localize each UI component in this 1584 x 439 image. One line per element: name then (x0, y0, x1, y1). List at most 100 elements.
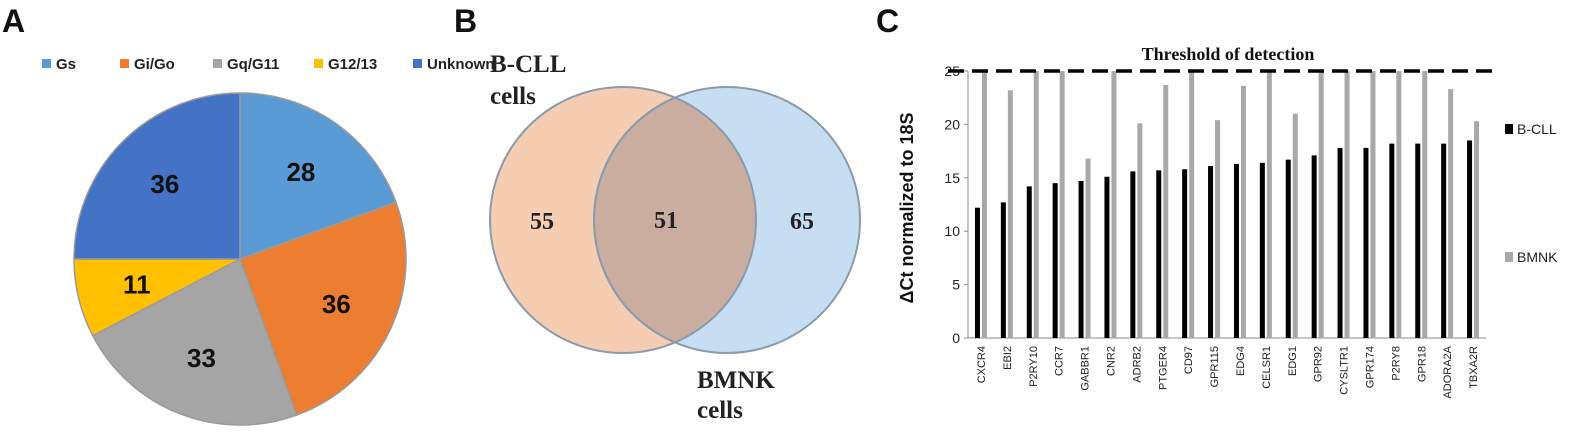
pie-slice-gq-g11 (91, 257, 298, 426)
bar-chart-legend: B-CLL BMNK (1505, 121, 1558, 265)
x-tick-label: CCR7 (1054, 346, 1066, 376)
x-tick-label: CELSR1 (1261, 346, 1273, 389)
pie-slice-gs (239, 92, 397, 261)
bar-bmnk-cxcr4 (981, 71, 987, 338)
venn-count-only-b: 65 (790, 209, 814, 235)
pie-value-unknown: 36 (150, 169, 179, 199)
legend-label-g12-13: G12/13 (328, 56, 377, 73)
venn-label-b-line2: cells (697, 397, 743, 424)
bar-b-cll-gabbr1 (1078, 181, 1084, 338)
bar-b-cll-gpr174 (1363, 147, 1369, 338)
x-tick-label: GPR115 (1209, 346, 1221, 387)
pie-slice-unknown (73, 92, 241, 260)
legend-label-b-cll: B-CLL (1517, 121, 1557, 137)
venn-overlap-region (593, 96, 757, 344)
bar-b-cll-celsr1 (1259, 162, 1265, 338)
bar-b-cll-ebi2 (1000, 202, 1006, 338)
bar-b-cll-adrb2 (1130, 171, 1136, 338)
bar-bmnk-edg4 (1240, 85, 1246, 339)
venn-label-b-line1: BMNK (697, 367, 775, 394)
bar-bmnk-ptger4 (1163, 84, 1169, 338)
venn-count-both: 51 (654, 208, 678, 234)
bar-b-cll-cnr2 (1104, 176, 1110, 338)
pie-legend: Gs Gi/Go Gq/G11 G12/13 Unknown (42, 56, 495, 73)
x-tick-label: P2RY8 (1390, 346, 1402, 381)
pie-value-gi-go: 36 (322, 289, 351, 319)
bar-b-cll-cysltr1 (1337, 147, 1343, 338)
legend-swatch-b-cll (1505, 124, 1513, 134)
bar-bmnk-gpr115 (1215, 120, 1221, 339)
x-tick-label: ADRB2 (1131, 346, 1143, 383)
bar-bmnk-adrb2 (1137, 123, 1143, 338)
x-tick-label: CNR2 (1105, 346, 1117, 376)
y-tick-label: 5 (952, 277, 960, 293)
bar-b-cll-edg4 (1233, 163, 1239, 338)
legend-label-bmnk: BMNK (1517, 249, 1558, 265)
bar-b-cll-ptger4 (1156, 170, 1162, 338)
bar-bmnk-gpr174 (1370, 71, 1376, 338)
bar-bmnk-cnr2 (1111, 71, 1117, 338)
legend-label-unknown: Unknown (427, 56, 495, 73)
x-tick-label: EDG4 (1235, 346, 1247, 376)
bar-bmnk-adora2a (1448, 89, 1454, 338)
bar-bmnk-celsr1 (1266, 71, 1272, 338)
bar-chart-ylabel: ΔCt normalized to 18S (897, 113, 917, 304)
legend-swatch-gi-go (120, 59, 129, 68)
bar-b-cll-edg1 (1285, 159, 1291, 338)
bar-bmnk-ebi2 (1007, 90, 1013, 338)
x-tick-label: CYSLTR1 (1339, 346, 1351, 395)
pie-slice-gi-go (239, 201, 407, 416)
panel-c-letter: C (876, 3, 899, 39)
bar-b-cll-cxcr4 (974, 207, 980, 338)
x-tick-label: ADORA2A (1442, 345, 1454, 398)
bar-b-cll-adora2a (1441, 143, 1447, 338)
x-tick-label: GPR174 (1364, 346, 1376, 388)
legend-swatch-g12-13 (314, 59, 323, 68)
x-tick-label: GABBR1 (1080, 346, 1092, 391)
bar-bmnk-cysltr1 (1344, 71, 1350, 338)
legend-label-gs: Gs (56, 56, 76, 73)
legend-label-gq-g11: Gq/G11 (227, 56, 280, 73)
legend-swatch-bmnk (1505, 252, 1513, 262)
bar-b-cll-gpr115 (1208, 166, 1214, 338)
venn-count-only-a: 55 (530, 209, 554, 235)
x-tick-label: CXCR4 (976, 346, 988, 383)
pie-value-gq-g11: 33 (187, 343, 216, 373)
x-tick-label: GPR18 (1416, 346, 1428, 382)
bar-bmnk-gabbr1 (1085, 158, 1091, 338)
pie-value-gs: 28 (286, 157, 315, 187)
x-tick-label: P2RY10 (1028, 346, 1040, 387)
x-tick-label: PTGER4 (1157, 346, 1169, 390)
bar-b-cll-gpr18 (1415, 143, 1421, 338)
y-tick-label: 0 (952, 330, 960, 346)
panel-a-letter: A (2, 3, 25, 39)
bar-b-cll-p2ry8 (1389, 143, 1395, 338)
x-tick-label: TBXA2R (1468, 346, 1480, 389)
legend-swatch-unknown (413, 59, 422, 68)
bar-bmnk-edg1 (1292, 113, 1298, 338)
bar-b-cll-tbxa2r (1467, 140, 1473, 338)
venn-diagram: B-CLL cells BMNK cells 55 51 65 (489, 51, 861, 424)
legend-swatch-gs (42, 59, 51, 68)
bar-b-cll-p2ry10 (1026, 186, 1032, 338)
bar-bmnk-p2ry8 (1396, 71, 1402, 338)
panel-b-letter: B (454, 3, 477, 39)
y-tick-label: 20 (944, 116, 960, 132)
bar-bmnk-gpr92 (1318, 71, 1324, 338)
bar-b-cll-cd97 (1182, 169, 1188, 338)
bar-bmnk-ccr7 (1059, 71, 1065, 338)
y-tick-label: 10 (944, 223, 960, 239)
y-tick-label: 15 (944, 170, 960, 186)
x-tick-label: GPR92 (1313, 346, 1325, 382)
bar-bmnk-p2ry10 (1033, 71, 1039, 338)
legend-swatch-gq-g11 (213, 59, 222, 68)
bar-b-cll-gpr92 (1311, 155, 1317, 338)
bar-bmnk-tbxa2r (1474, 121, 1480, 338)
x-tick-label: CD97 (1183, 346, 1195, 374)
venn-label-a-line1: B-CLL (490, 51, 566, 78)
bar-bmnk-gpr18 (1422, 71, 1428, 338)
bar-chart-title: Threshold of detection (1142, 44, 1315, 64)
legend-label-gi-go: Gi/Go (134, 56, 175, 73)
